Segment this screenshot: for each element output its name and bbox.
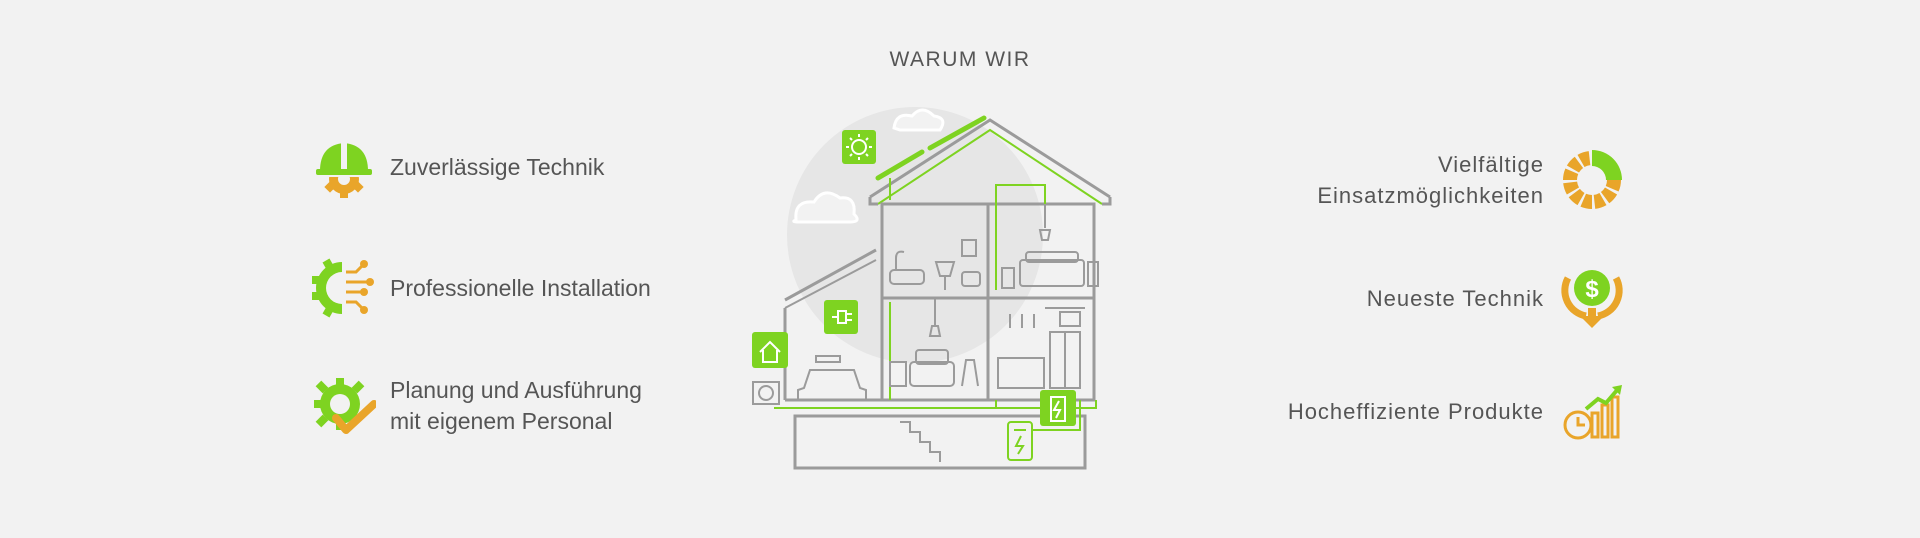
cloud-icon: [792, 108, 945, 224]
smart-home-illustration: [752, 107, 1112, 470]
segmented-ring-icon: [1563, 150, 1622, 209]
feature-versatile-applications: Vielfältige Einsatzmöglichkeiten: [1317, 148, 1624, 212]
svg-text:$: $: [1585, 276, 1599, 303]
sun-icon: [842, 130, 876, 164]
heat-pump-icon: [752, 381, 780, 405]
helmet-gear-icon: [316, 141, 372, 198]
battery-icon: [1040, 390, 1076, 426]
feature-label: Planung und Ausführung mit eigenem Perso…: [390, 377, 642, 434]
feature-label: Neueste Technik: [1366, 285, 1544, 311]
gear-check-icon: [314, 378, 376, 434]
feature-planning-execution: Planung und Ausführung mit eigenem Perso…: [312, 374, 642, 438]
section-title: WARUM WIR: [889, 48, 1031, 71]
feature-high-efficiency-products: Hocheffiziente Produkte: [1288, 379, 1624, 443]
feature-reliable-technology: Zuverlässige Technik: [312, 135, 604, 199]
feature-label: Professionelle Installation: [390, 274, 651, 301]
feature-label: Hocheffiziente Produkte: [1287, 398, 1544, 424]
plug-icon: [824, 300, 858, 334]
dollar-arrow-icon: $: [1561, 270, 1623, 328]
home-monitor-icon: [752, 332, 788, 368]
ev-charger-icon: [1007, 421, 1033, 461]
feature-professional-installation: Professionelle Installation: [312, 256, 651, 320]
solar-panel-icon: [875, 115, 987, 181]
feature-label: Zuverlässige Technik: [390, 153, 605, 180]
gear-circuit-icon: [312, 258, 374, 318]
feature-label: Vielfältige Einsatzmöglichkeiten: [1317, 152, 1544, 208]
feature-latest-technology: $ Neueste Technik: [1367, 266, 1624, 330]
clock-growth-chart-icon: [1563, 385, 1622, 440]
